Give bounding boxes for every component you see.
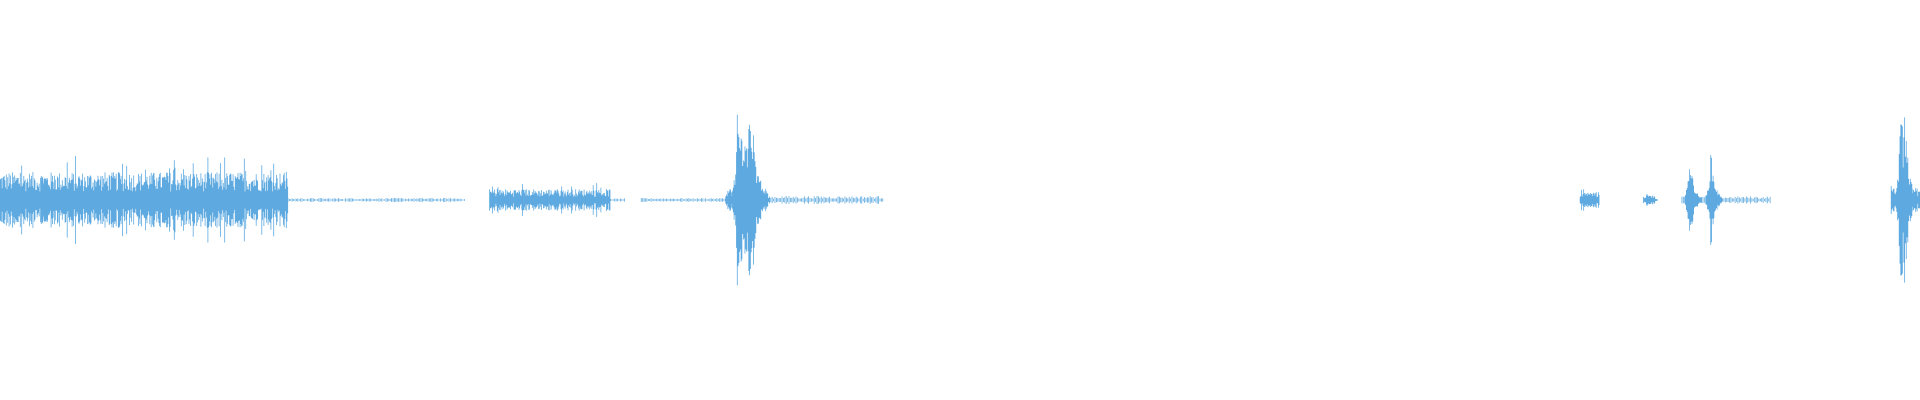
waveform-samples [0,114,1920,286]
waveform-trace [0,114,1920,286]
